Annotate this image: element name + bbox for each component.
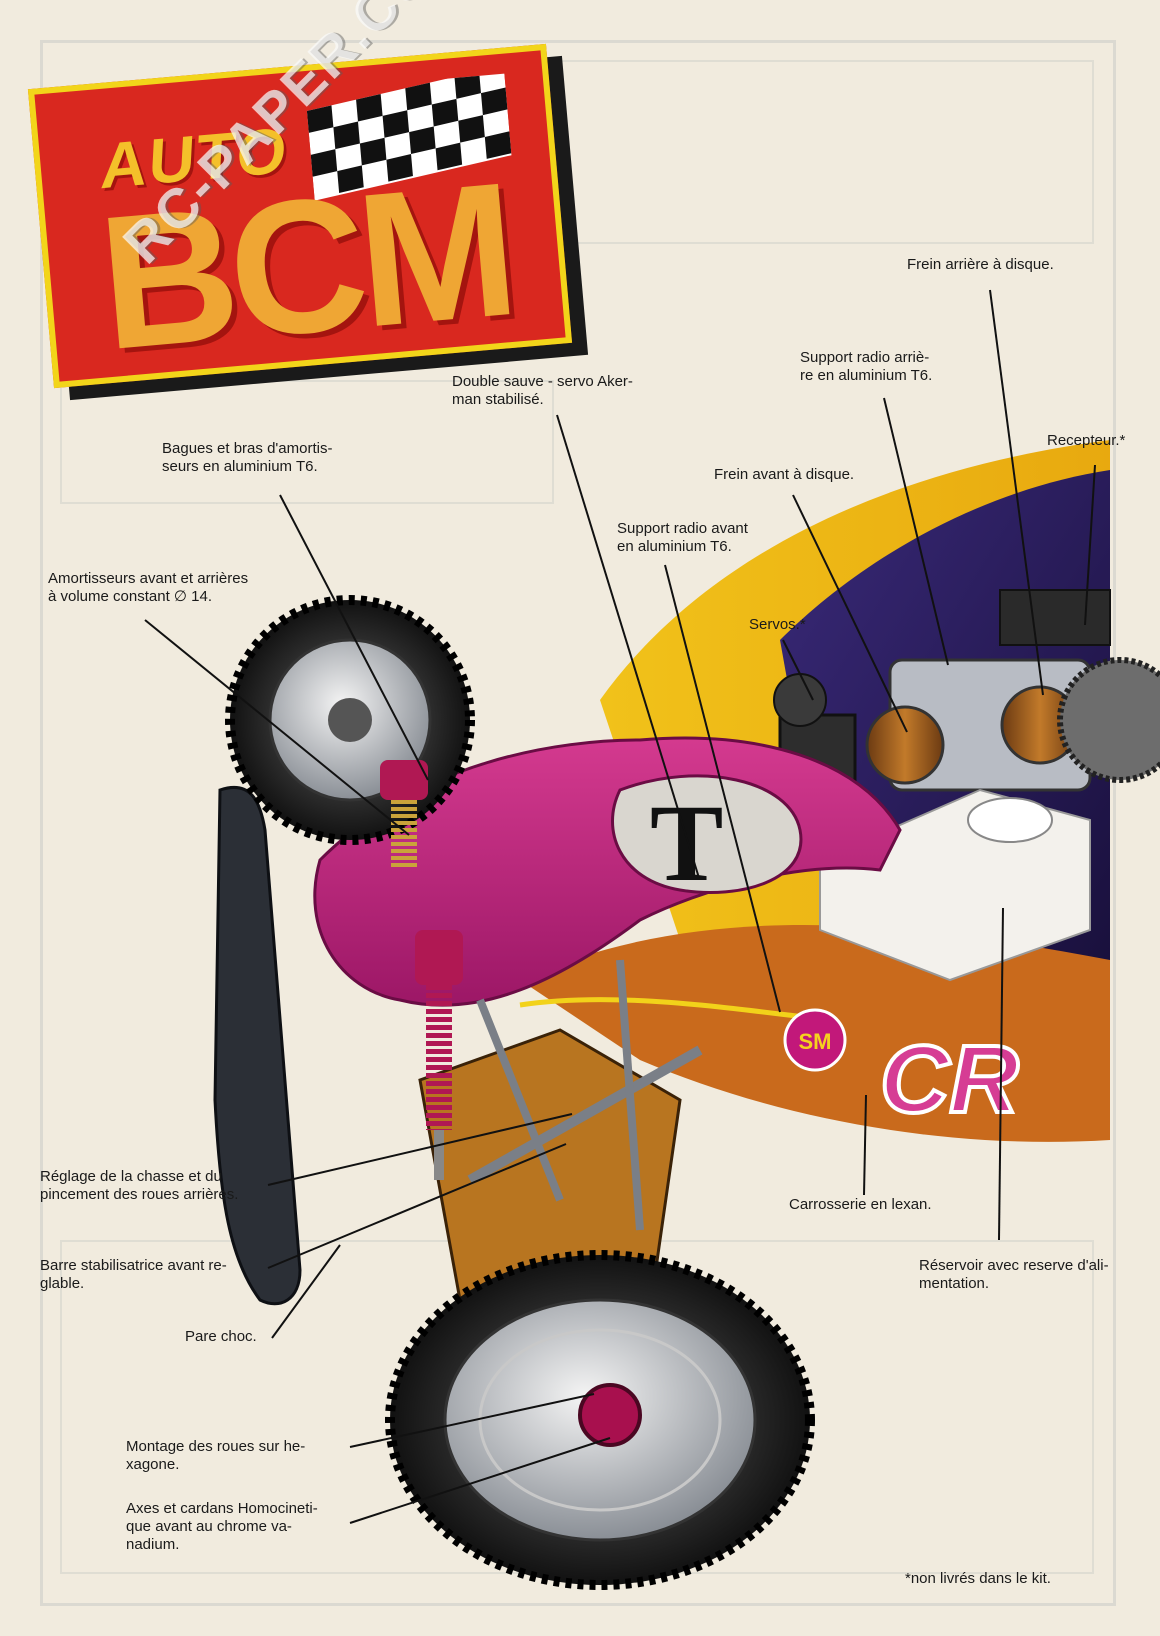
leader-montage-roues xyxy=(349,1393,595,1448)
checkered-flag-icon xyxy=(306,73,512,201)
steering-link xyxy=(467,1045,703,1185)
leader-reservoir xyxy=(998,907,1004,1241)
leader-frein-avant xyxy=(792,494,908,733)
label-barre: Barre stabilisatrice avant re- glable. xyxy=(40,1257,227,1292)
leader-pare-choc xyxy=(271,1244,341,1339)
leader-carrosserie xyxy=(863,1094,867,1196)
chassis-cutout xyxy=(611,774,803,894)
label-frein-avant: Frein avant à disque. xyxy=(714,466,855,483)
lower-shock-absorber xyxy=(415,930,463,1180)
label-reglage: Réglage de la chasse et du pincement des… xyxy=(40,1168,239,1203)
upper-shock-absorber xyxy=(380,760,428,870)
leader-axes-cardans xyxy=(349,1437,611,1524)
auto-bcm-logo: AUTO BCM xyxy=(27,43,573,390)
label-support-radio-avant: Support radio avant en aluminium T6. xyxy=(617,520,748,555)
label-double-sauve-servo: Double sauve - servo Aker- man stabilisé… xyxy=(452,373,633,408)
label-montage-roues: Montage des roues sur he- xagone. xyxy=(126,1438,306,1473)
label-pare-choc: Pare choc. xyxy=(185,1328,257,1345)
leader-support-radio-avant xyxy=(664,564,781,1013)
label-axes-cardans: Axes et cardans Homocineti- que avant au… xyxy=(126,1500,318,1553)
label-reservoir: Réservoir avec reserve d'ali- mentation. xyxy=(919,1257,1109,1292)
chassis-yellow-rail xyxy=(519,997,831,1023)
servo-horn xyxy=(773,673,827,727)
chassis-cutout-mark: T xyxy=(650,782,723,904)
label-amortisseurs: Amortisseurs avant et arrières à volume … xyxy=(48,570,249,605)
body-lettering: CR xyxy=(880,1026,1019,1133)
label-bagues: Bagues et bras d'amortis- seurs en alumi… xyxy=(162,440,333,475)
fuel-tank-cap xyxy=(967,797,1053,843)
leader-reglage xyxy=(267,1113,573,1186)
leader-support-radio-arriere xyxy=(883,397,949,666)
leader-double-sauve-servo xyxy=(556,414,700,879)
footnote: *non livrés dans le kit. xyxy=(905,1570,1051,1587)
leader-bagues xyxy=(279,494,429,781)
leader-frein-arriere xyxy=(989,289,1044,696)
leader-recepteur xyxy=(1084,464,1096,626)
label-support-radio-arriere: Support radio arriè- re en aluminium T6. xyxy=(800,349,933,384)
receiver-box xyxy=(999,589,1111,646)
sm-badge xyxy=(783,1008,847,1072)
lower-wheel xyxy=(385,1250,815,1590)
sm-badge-text: SM xyxy=(799,1029,832,1054)
background-ghost-box xyxy=(60,380,554,504)
leader-amortisseurs xyxy=(144,619,410,836)
label-servos: Servos.* xyxy=(749,616,806,633)
steering-link xyxy=(616,959,644,1231)
bumper xyxy=(213,785,302,1306)
steering-link xyxy=(476,998,564,1202)
leader-lines xyxy=(144,289,1096,1524)
label-recepteur: Recepteur.* xyxy=(1047,432,1126,449)
leader-servos xyxy=(782,639,814,701)
upper-wheel xyxy=(225,595,475,845)
background-ghost-page xyxy=(40,40,1116,1606)
label-carrosserie: Carrosserie en lexan. xyxy=(789,1196,932,1213)
leader-barre xyxy=(267,1143,567,1269)
spur-gear xyxy=(1057,657,1160,783)
label-frein-arriere: Frein arrière à disque. xyxy=(907,256,1054,273)
rear-brake-disc-left xyxy=(865,705,945,785)
